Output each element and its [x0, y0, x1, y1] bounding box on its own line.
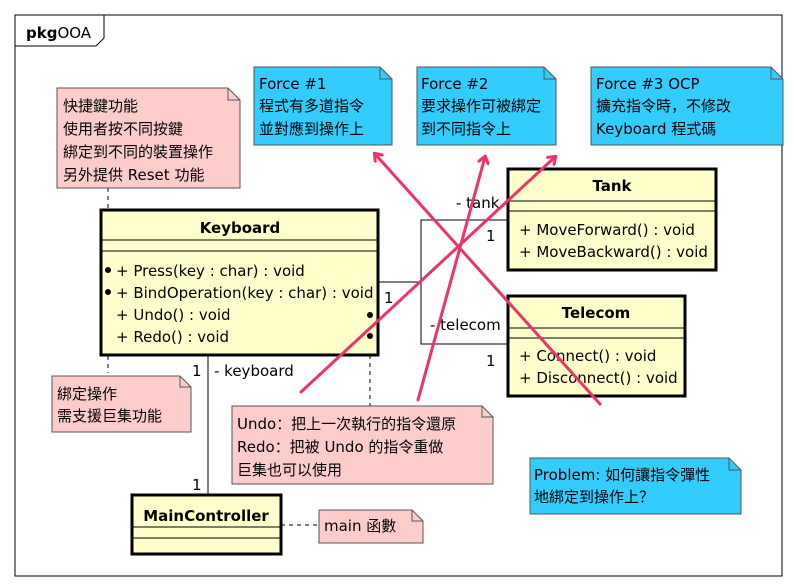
- force2-arrow: [416, 157, 485, 402]
- svg-text:Undo：把上一次執行的指令還原 Redo：把被: Undo：把上一次執行的指令還原 Redo：把被 Undo 的指令重做 巨集也可…: [237, 415, 461, 479]
- note-problem-line-2: 地綁定到操作上？: [534, 488, 654, 506]
- note-force3: Force #3 OCP 擴充指令時，不修改 Keyboard 程式碼: [590, 66, 784, 146]
- note-force2-line-2: 要求操作可被綁定: [421, 97, 541, 115]
- note-bind-line-1: 綁定操作: [57, 385, 117, 403]
- tank-multiplicity: 1: [486, 227, 496, 245]
- class-tank-name: Tank: [592, 177, 632, 195]
- note-force1-line-3: 並對應到操作上: [259, 120, 364, 138]
- note-force1-line-1: Force #1: [259, 75, 326, 93]
- assoc-keyboard-tank: [378, 219, 508, 283]
- telecom-op-connect: + Connect() : void: [519, 347, 656, 365]
- telecom-multiplicity: 1: [486, 352, 496, 370]
- svg-text:Force #2 要求操作可被綁定: Force #2 要求操作可被綁定 到不同指令上: [421, 75, 546, 138]
- note-hotkey-line-1: 快捷鍵功能: [63, 97, 138, 115]
- package-name: OOA: [57, 24, 91, 42]
- svg-text:Force #3 OCP 擴充指令時，不修改: Force #3 OCP 擴充指令時，不修改 Keyboard 程式碼: [596, 75, 736, 138]
- force1-arrow: [375, 154, 602, 406]
- svg-text:快捷鍵功能 使用者按不同按鍵 綁定到: 快捷鍵功能 使用者按不同按鍵 綁定到不同的裝置操作 另外提供 Reset 功能: [63, 97, 218, 184]
- note-hotkey-line-4: 另外提供 Reset 功能: [63, 166, 204, 184]
- keyboard-op-undo: + Undo() : void: [116, 306, 231, 324]
- class-main-controller[interactable]: MainController: [130, 493, 283, 556]
- svg-text:+ Press(key : char) : void: + Press(key : char) : void + BindOperati…: [116, 262, 378, 346]
- class-telecom-name: Telecom: [562, 304, 631, 322]
- note-undo-line-3: 巨集也可以使用: [237, 461, 342, 479]
- note-force2: Force #2 要求操作可被綁定 到不同指令上: [416, 66, 557, 146]
- note-force3-line-3: Keyboard 程式碼: [596, 120, 716, 138]
- main-multiplicity: 1: [192, 476, 202, 494]
- keyboard-op-redo: + Redo() : void: [116, 328, 229, 346]
- note-force1-line-2: 程式有多道指令: [259, 97, 364, 115]
- tank-role-label: - tank: [456, 194, 500, 212]
- tank-op-backward: + MoveBackward() : void: [519, 243, 708, 261]
- class-main-controller-name: MainController: [143, 507, 269, 525]
- note-problem: Problem: 如何讓指令彈性 地綁定到操作上？: [529, 457, 742, 515]
- note-force3-line-2: 擴充指令時，不修改: [596, 97, 731, 115]
- note-force3-line-1: Force #3 OCP: [596, 75, 700, 93]
- note-undo-line-2: Redo：把被 Undo 的指令重做: [237, 438, 443, 456]
- note-bind: 綁定操作 需支援巨集功能: [51, 375, 192, 433]
- note-hotkey: 快捷鍵功能 使用者按不同按鍵 綁定到不同的裝置操作 另外提供 Reset 功能: [56, 87, 241, 189]
- keyboard-side-multiplicity: 1: [384, 289, 394, 307]
- class-keyboard-name: Keyboard: [200, 219, 281, 237]
- force-arrows: [299, 154, 602, 406]
- note-main-line-1: main 函數: [324, 517, 396, 535]
- note-force1: Force #1 程式有多道指令 並對應到操作上: [253, 66, 393, 146]
- svg-text:綁定操作 需支援巨集功能: 綁定操作 需支援巨集功能: [57, 385, 162, 425]
- note-hotkey-line-2: 使用者按不同按鍵: [63, 120, 183, 138]
- keyboard-op-press: + Press(key : char) : void: [116, 262, 305, 280]
- note-undo-line-1: Undo：把上一次執行的指令還原: [237, 415, 456, 433]
- keyboard-op-bind: + BindOperation(key : char) : void: [116, 284, 373, 302]
- note-bind-line-2: 需支援巨集功能: [57, 407, 162, 425]
- assoc-keyboard-telecom: [420, 282, 508, 345]
- class-tank[interactable]: Tank + MoveForward() : void + MoveBackwa…: [506, 167, 718, 272]
- tank-op-forward: + MoveForward() : void: [519, 221, 695, 239]
- package-keyword: pkg: [26, 24, 57, 42]
- svg-text:Problem: 如何讓指令彈性 地綁定到操作上: Problem: 如何讓指令彈性 地綁定到操作上？: [534, 466, 715, 506]
- telecom-role-label: - telecom: [430, 316, 501, 334]
- svg-text:Force #1 程式有多道指令 並: Force #1 程式有多道指令 並對應到操作上: [259, 75, 369, 138]
- note-anchor-dot: [367, 312, 373, 318]
- svg-text:pkgOOA: pkgOOA: [26, 24, 92, 42]
- class-keyboard[interactable]: Keyboard + Press(key : char) : void + Bi…: [99, 208, 380, 357]
- note-force2-line-3: 到不同指令上: [421, 120, 511, 138]
- svg-text:+ MoveForward() : void +: + MoveForward() : void + MoveBackward() …: [519, 221, 708, 261]
- note-hotkey-line-3: 綁定到不同的裝置操作: [63, 143, 213, 161]
- note-force2-line-1: Force #2: [421, 75, 488, 93]
- force3-arrow: [299, 157, 555, 394]
- note-problem-line-1: Problem: 如何讓指令彈性: [534, 466, 710, 484]
- telecom-op-disconnect: + Disconnect() : void: [519, 369, 678, 387]
- note-undo-redo: Undo：把上一次執行的指令還原 Redo：把被 Undo 的指令重做 巨集也可…: [231, 405, 494, 485]
- class-telecom[interactable]: Telecom + Connect() : void + Disconnect(…: [506, 294, 687, 398]
- keyboard-multiplicity: 1: [192, 362, 202, 380]
- note-main-function: main 函數: [318, 509, 424, 544]
- note-anchor-dot: [367, 333, 373, 339]
- keyboard-role-label: - keyboard: [214, 362, 294, 380]
- note-anchor-dot: [105, 267, 111, 273]
- note-anchor-dot: [105, 289, 111, 295]
